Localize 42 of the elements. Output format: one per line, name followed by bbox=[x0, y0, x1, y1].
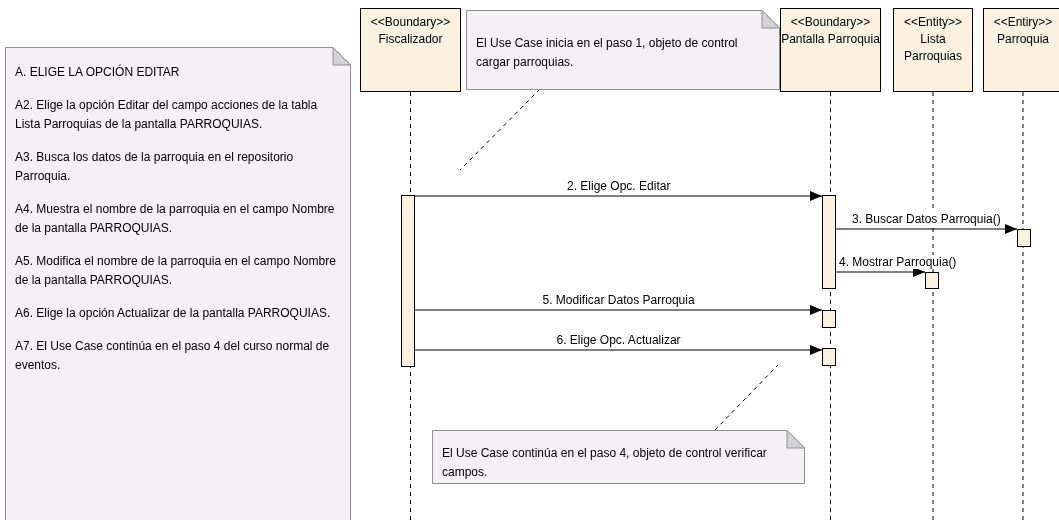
note-text: A5. Modifica el nombre de la parroquia en el campo Nombre de la pantalla PARROQUIAS. bbox=[15, 253, 337, 289]
message-label: 2. Elige Opc. Editar bbox=[566, 179, 672, 193]
note-text: El Use Case continúa en el paso 4, objeto de control verificar campos. bbox=[442, 445, 768, 481]
object-name: Parroquia bbox=[996, 31, 1050, 48]
message-arrow bbox=[414, 345, 823, 355]
lifeline-head bbox=[780, 8, 881, 92]
activation-bar bbox=[822, 348, 836, 366]
activation-bar bbox=[822, 195, 836, 289]
stereotype-label: <<Entity>> bbox=[902, 14, 963, 31]
object-name: Lista Parroquias bbox=[903, 31, 963, 65]
note-text: A6. Elige la opción Actualizar de la pantalla PARROQUIAS. bbox=[15, 305, 332, 322]
activation-bar bbox=[401, 195, 415, 367]
message-arrow bbox=[414, 305, 823, 315]
message-arrow bbox=[414, 191, 823, 201]
note-text: A. ELIGE LA OPCIÓN EDITAR bbox=[15, 63, 181, 81]
message-arrow bbox=[835, 224, 1018, 234]
activation-bar bbox=[925, 272, 939, 289]
note-text: A3. Busca los datos de la parroquia en el repositorio Parroquia. bbox=[15, 149, 295, 185]
object-name: Fiscalizador bbox=[377, 31, 444, 48]
note-text: El Use Case inicia en el paso 1, objeto de control cargar parroquias. bbox=[476, 35, 739, 71]
leader-line bbox=[714, 364, 779, 431]
lifeline-head bbox=[360, 8, 461, 92]
note-text: A2. Elige la opción Editar del campo acciones de la tabla Lista Parroquias de la pantalla PARROQUIAS. bbox=[15, 97, 319, 133]
lifeline-head bbox=[893, 8, 973, 92]
note-box bbox=[466, 10, 780, 90]
note-text: A4. Muestra el nombre de la parroquia en el campo Nombre de la pantalla PARROQUIAS. bbox=[15, 201, 336, 237]
note-text: A7. El Use Case continúa en el paso 4 del curso normal de eventos. bbox=[15, 338, 331, 374]
note-box bbox=[5, 47, 351, 520]
activation-bar bbox=[1017, 229, 1031, 247]
message-label: 6. Elige Opc. Actualizar bbox=[555, 333, 682, 347]
stereotype-label: <<Boundary>> bbox=[789, 14, 872, 31]
message-label: 3. Buscar Datos Parroquia() bbox=[851, 212, 1002, 226]
object-name: Pantalla Parroquia bbox=[781, 31, 880, 48]
lifeline-head bbox=[983, 8, 1059, 92]
note-box bbox=[432, 430, 805, 484]
message-label: 4. Mostrar Parroquia() bbox=[838, 255, 958, 269]
message-arrow bbox=[835, 267, 926, 277]
message-label: 5. Modificar Datos Parroquia bbox=[541, 293, 696, 307]
leader-line bbox=[459, 88, 541, 171]
stereotype-label: <<Boundary>> bbox=[369, 14, 452, 31]
activation-bar bbox=[822, 310, 836, 328]
stereotype-label: <<Entiry>> bbox=[992, 14, 1054, 31]
